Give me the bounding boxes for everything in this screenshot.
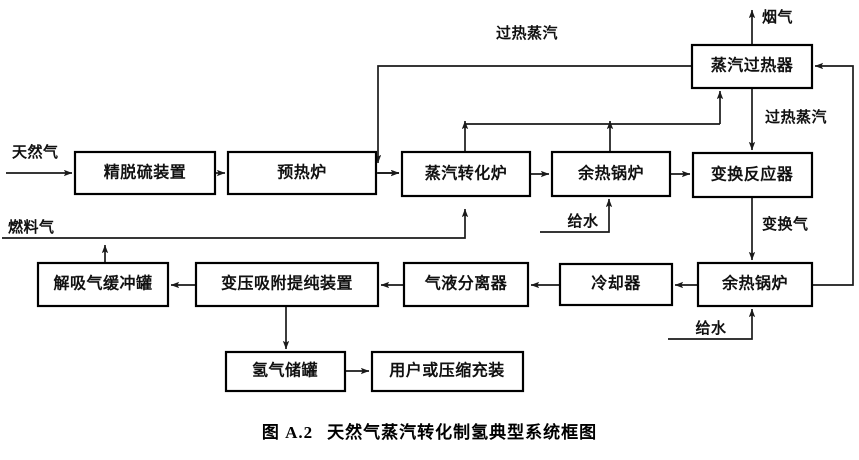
line-feed-water-to-boiler-top: [540, 198, 613, 233]
box-shift-reactor[interactable]: 变换反应器: [691, 151, 814, 199]
box-label-shift-reactor: 变换反应器: [711, 165, 794, 184]
stream-label-shift-gas: 变换气: [762, 215, 809, 233]
box-cooler[interactable]: 冷却器: [558, 262, 674, 307]
box-desulfurization[interactable]: 精脱硫装置: [73, 150, 217, 196]
box-label-waste-heat-boiler-top: 余热锅炉: [577, 164, 644, 183]
box-label-gas-liquid-separator: 气液分离器: [424, 274, 508, 293]
stream-label-feed-water-bottom: 给水: [695, 319, 727, 337]
box-gas-liquid-separator[interactable]: 气液分离器: [402, 261, 530, 308]
box-label-steam-reformer: 蒸汽转化炉: [425, 164, 508, 183]
box-waste-heat-boiler-top[interactable]: 余热锅炉: [550, 150, 672, 198]
stream-label-natural-gas: 天然气: [12, 143, 59, 161]
box-waste-heat-boiler-bottom[interactable]: 余热锅炉: [696, 261, 814, 308]
line-feed-water-to-boiler-bottom: [668, 308, 756, 340]
connector-lines: [2, 9, 854, 375]
box-steam-superheater[interactable]: 蒸汽过热器: [690, 43, 814, 90]
stream-label-superheated-steam-right: 过热蒸汽: [765, 108, 827, 126]
figure-caption-text: 天然气蒸汽转化制氢典型系统框图: [327, 423, 598, 442]
box-label-desorption-buffer-tank: 解吸气缓冲罐: [53, 274, 152, 293]
box-user-or-compression[interactable]: 用户或压缩充装: [370, 350, 525, 393]
box-label-waste-heat-boiler-bottom: 余热锅炉: [721, 274, 788, 293]
box-desorption-buffer-tank[interactable]: 解吸气缓冲罐: [36, 261, 170, 308]
figure-caption-number: 图 A.2: [261, 423, 314, 442]
box-label-cooler: 冷却器: [591, 274, 641, 293]
line-boiler-bottom-riser-to-superheater: [812, 62, 854, 286]
box-label-user-or-compression: 用户或压缩充装: [389, 361, 505, 380]
stream-label-feed-water-mid: 给水: [567, 212, 599, 230]
line-superheated-steam-to-reformer: [374, 65, 692, 164]
box-label-steam-superheater: 蒸汽过热器: [711, 56, 794, 75]
box-steam-reformer[interactable]: 蒸汽转化炉: [400, 150, 532, 198]
figure-caption: 图 A.2 天然气蒸汽转化制氢典型系统框图: [0, 418, 859, 443]
stream-label-fuel-gas: 燃料气: [8, 218, 55, 236]
box-hydrogen-storage-tank[interactable]: 氢气储罐: [224, 350, 347, 393]
box-label-desulfurization: 精脱硫装置: [104, 163, 187, 182]
line-fuel-gas-header: [2, 208, 469, 239]
box-label-preheat-furnace: 预热炉: [277, 163, 327, 182]
stream-label-superheated-steam-top: 过热蒸汽: [496, 24, 558, 42]
box-psa-purification[interactable]: 变压吸附提纯装置: [194, 261, 380, 308]
stream-label-flue-gas: 烟气: [762, 8, 793, 26]
box-label-psa-purification: 变压吸附提纯装置: [221, 274, 353, 293]
box-preheat-furnace[interactable]: 预热炉: [226, 150, 378, 196]
box-label-hydrogen-storage-tank: 氢气储罐: [252, 361, 318, 380]
stream-labels: 天然气 燃料气 烟气 过热蒸汽 过热蒸汽 变换气 给水 给水: [8, 8, 827, 337]
process-unit-boxes: 精脱硫装置 预热炉 蒸汽转化炉 余热锅炉 变换反应器 蒸汽过热器: [36, 43, 814, 393]
